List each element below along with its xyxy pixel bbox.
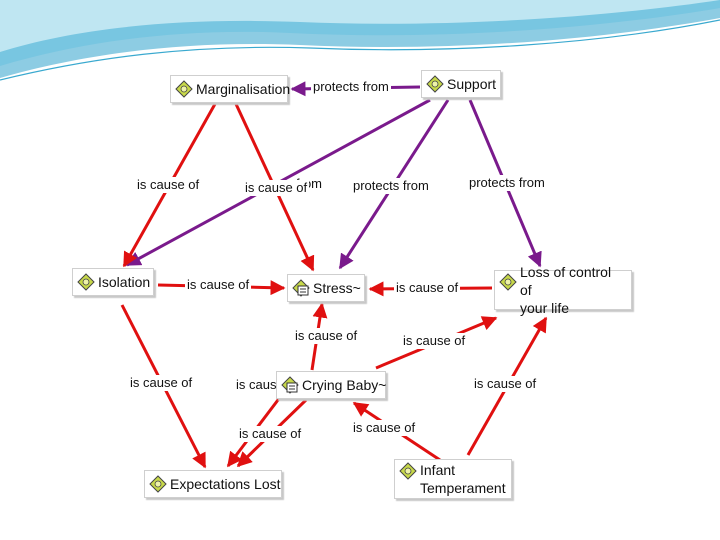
label-baby-stress: is cause of <box>293 328 360 344</box>
label-protects-stress: protects from <box>351 178 431 194</box>
label-isolation-stress: is cause of <box>185 277 252 293</box>
node-marginalisation[interactable]: Marginalisation <box>170 75 291 103</box>
node-support-label: Support <box>447 76 497 92</box>
diamond-star-icon <box>426 75 444 93</box>
label-protects-marginalisation: protects from <box>311 79 391 95</box>
wave-line <box>0 19 720 81</box>
label-infant-baby: is cause of <box>351 420 418 436</box>
node-crying-baby[interactable]: Crying Baby~ <box>276 371 386 399</box>
node-infant-temperament[interactable]: Infant Temperament <box>394 459 512 499</box>
node-crying-baby-label: Crying Baby~ <box>302 377 387 393</box>
node-expectations-lost[interactable]: Expectations Lost <box>144 470 282 498</box>
node-stress-label: Stress~ <box>313 280 361 296</box>
label-marg-isolation: is cause of <box>135 177 202 193</box>
label-baby-expect-partial: is caus <box>234 377 279 393</box>
node-loss-line-2: your life <box>520 300 570 316</box>
memo-note-icon <box>292 279 310 297</box>
node-loss-of-control-label: Loss of control of your life <box>520 263 625 317</box>
diamond-star-icon <box>399 462 417 480</box>
node-infant-line-2: Temperament <box>420 480 506 496</box>
node-isolation[interactable]: Isolation <box>72 268 154 296</box>
node-support[interactable]: Support <box>421 70 501 98</box>
label-isolation-expect: is cause of <box>128 375 195 391</box>
memo-note-icon <box>281 376 299 394</box>
label-protects-loss: protects from <box>467 175 547 191</box>
diamond-star-icon <box>175 80 193 98</box>
wave-light <box>0 0 720 52</box>
label-marg-stress: is cause of <box>243 180 310 196</box>
node-loss-of-control[interactable]: Loss of control of your life <box>494 264 632 316</box>
node-isolation-label: Isolation <box>98 274 151 290</box>
diamond-star-icon <box>77 273 95 291</box>
node-infant-line-1: Infant <box>420 462 456 478</box>
node-infant-temperament-label: Infant Temperament <box>420 461 506 497</box>
diamond-star-icon <box>149 475 167 493</box>
label-infant-loss: is cause of <box>472 376 539 392</box>
label-baby-loss: is cause of <box>401 333 468 349</box>
label-loss-stress: is cause of <box>394 280 461 296</box>
node-loss-line-1: Loss of control of <box>520 264 612 298</box>
node-expectations-lost-label: Expectations Lost <box>170 476 281 492</box>
node-marginalisation-label: Marginalisation <box>196 81 291 97</box>
diamond-star-icon <box>499 273 517 291</box>
header-waves <box>0 0 720 81</box>
label-baby-expect: is cause of <box>237 426 304 442</box>
node-stress[interactable]: Stress~ <box>287 274 365 302</box>
